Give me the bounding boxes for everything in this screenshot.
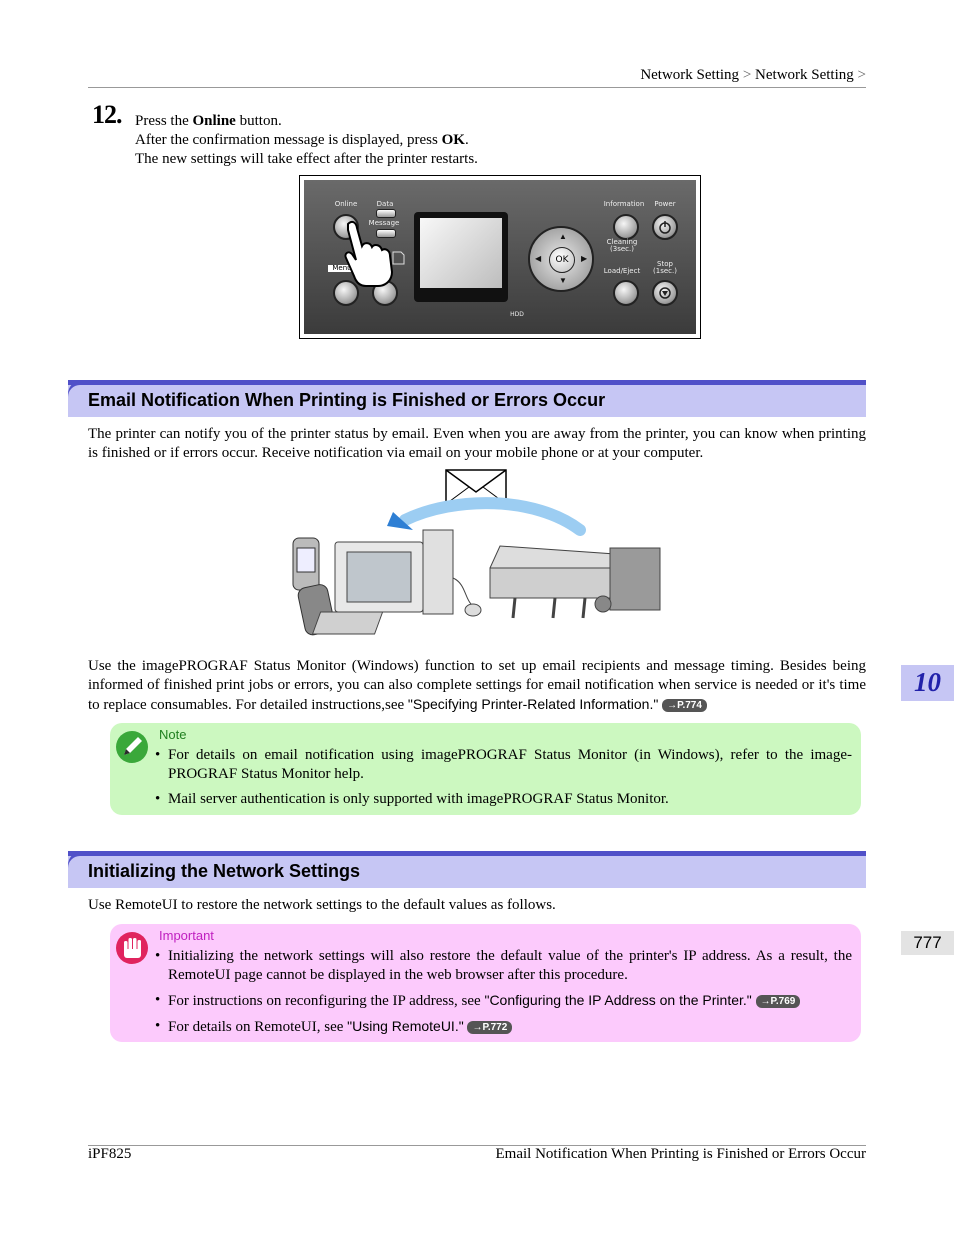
important-label: Important (159, 928, 214, 943)
power-label: Power (654, 200, 676, 208)
stop-icon (659, 287, 671, 299)
note-list: For details on email notification using … (155, 746, 852, 815)
breadcrumb-item[interactable]: Network Setting (755, 67, 854, 83)
pointing-hand-icon (344, 220, 394, 287)
chapter-tab[interactable]: 10 (901, 665, 954, 701)
list-item: For details on RemoteUI, see "Using Remo… (155, 1017, 852, 1037)
load-eject-label: Load/Eject (603, 267, 641, 275)
message-led (376, 229, 396, 238)
note-label: Note (159, 727, 187, 742)
large-format-printer-icon (489, 545, 661, 619)
pencil-note-icon (116, 731, 148, 763)
specifying-printer-info-link[interactable]: "Specifying Printer-Related Information.… (407, 696, 659, 712)
email-intro-paragraph: The printer can notify you of the printe… (88, 426, 866, 461)
footer-divider (88, 1145, 866, 1146)
breadcrumb-separator: > (742, 67, 752, 83)
status-monitor-paragraph: Use the imagePROGRAF Status Monitor (Win… (88, 658, 866, 713)
stop-label: Stop(1sec.) (653, 260, 677, 275)
ok-button[interactable]: OK (549, 247, 575, 273)
load-eject-button[interactable] (613, 280, 639, 306)
important-list: Initializing the network settings will a… (155, 947, 852, 1043)
step-number: 12. (92, 100, 122, 129)
information-button[interactable] (613, 214, 639, 240)
list-item: For instructions on reconfiguring the IP… (155, 991, 852, 1011)
list-item: Mail server authentication is only suppo… (155, 790, 852, 809)
footer-section-title: Email Notification When Printing is Fini… (495, 1146, 867, 1162)
message-label: Message (368, 219, 400, 227)
note-box: Note For details on email notification u… (110, 723, 861, 815)
data-label: Data (376, 200, 394, 208)
email-notification-illustration (292, 469, 661, 636)
information-label: Information (603, 200, 645, 208)
up-arrow-icon[interactable]: ▲ (559, 232, 567, 241)
breadcrumb: Network Setting > Network Setting > (640, 67, 866, 84)
control-panel-figure: Online Data Message Menu HDD ▲ ▼ ◀ ▶ OK … (299, 175, 701, 339)
section-title: Initializing the Network Settings (88, 861, 361, 881)
power-button[interactable] (652, 214, 678, 240)
ok-keyword: OK (441, 132, 465, 148)
page-ref-badge[interactable]: →P.769 (755, 995, 801, 1008)
section-title: Email Notification When Printing is Fini… (88, 390, 606, 410)
cleaning-label: Cleaning(3sec.) (606, 238, 638, 253)
section-header-initializing-network: Initializing the Network Settings (68, 851, 866, 888)
menu-label: Menu (328, 265, 356, 272)
hdd-label: HDD (510, 311, 524, 318)
online-label: Online (334, 200, 358, 208)
page-number-tab: 777 (901, 931, 954, 955)
remoteui-restore-paragraph: Use RemoteUI to restore the network sett… (88, 897, 556, 913)
breadcrumb-item[interactable]: Network Setting (640, 67, 740, 83)
left-arrow-icon[interactable]: ◀ (535, 254, 542, 263)
menu-button[interactable] (333, 280, 359, 306)
power-icon (659, 221, 671, 234)
online-keyword: Online (192, 113, 236, 129)
footer-model: iPF825 (88, 1146, 132, 1162)
paper-icon (392, 251, 405, 265)
navigation-pad[interactable]: ▲ ▼ ◀ ▶ OK (528, 226, 594, 292)
page-ref-badge[interactable]: →P.774 (662, 699, 707, 712)
right-arrow-icon[interactable]: ▶ (581, 254, 588, 263)
section-header-email-notification: Email Notification When Printing is Fini… (68, 380, 866, 417)
breadcrumb-separator: > (857, 67, 866, 83)
computer-icon (311, 529, 482, 635)
using-remoteui-link[interactable]: "Using RemoteUI." (347, 1018, 464, 1034)
lcd-display (414, 212, 508, 302)
header-divider (88, 87, 866, 88)
list-item: For details on email notification using … (155, 746, 852, 784)
configuring-ip-link[interactable]: "Configuring the IP Address on the Print… (484, 992, 752, 1008)
list-item: Initializing the network settings will a… (155, 947, 852, 985)
stop-hand-icon (116, 932, 148, 964)
page-ref-badge[interactable]: →P.772 (467, 1021, 513, 1034)
important-box: Important Initializing the network setti… (110, 924, 861, 1042)
step-text: Press the Online button. After the confi… (135, 113, 478, 167)
data-led (376, 209, 396, 218)
stop-button[interactable] (652, 280, 678, 306)
down-arrow-icon[interactable]: ▼ (559, 276, 567, 285)
arrow-head (387, 512, 413, 530)
